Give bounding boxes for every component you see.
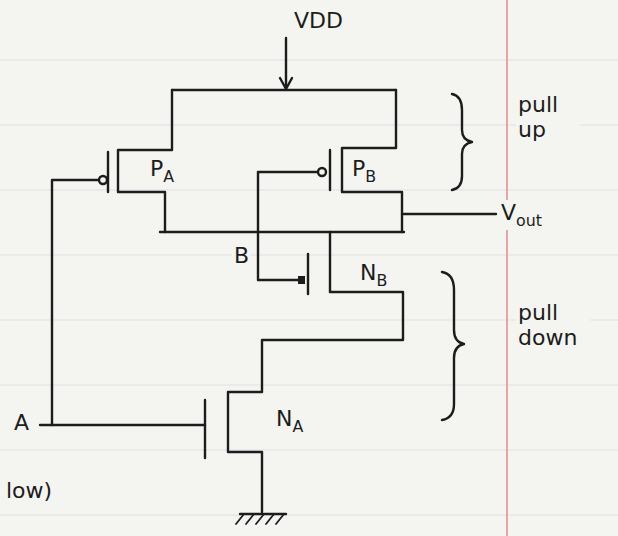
pull-down-brace: [442, 272, 464, 420]
pull-up-brace: [452, 94, 472, 190]
subscript: B: [376, 271, 387, 290]
transistor-label: NA: [274, 406, 305, 436]
pb-gate: [329, 150, 331, 190]
nb-gate: [307, 254, 309, 294]
vout-wire: [402, 213, 496, 215]
network-label: pull down: [516, 300, 590, 351]
a-wire: [40, 424, 205, 426]
vdd-arrowhead: [280, 78, 292, 89]
subscript: A: [163, 167, 174, 186]
ruled-lines: [0, 60, 618, 515]
pa-gate: [107, 152, 109, 192]
gate-dot: [298, 276, 305, 284]
input-label: A: [12, 410, 31, 435]
ground-hatch: [236, 514, 284, 524]
a-wire: [52, 180, 99, 425]
transistor-label: PA: [148, 156, 176, 186]
pull-down-channel: [228, 232, 403, 512]
vdd-rail: [172, 89, 396, 91]
subscript: A: [292, 417, 303, 436]
pb-channel: [342, 90, 402, 232]
margin-line: [506, 0, 508, 536]
vdd-wire: [285, 38, 287, 88]
subscript: out: [516, 211, 542, 230]
note-fragment: low): [4, 478, 54, 503]
subscript: B: [365, 167, 376, 186]
input-label: B: [232, 243, 251, 268]
vdd-label: VDD: [292, 8, 345, 33]
network-label: pull up: [516, 92, 580, 143]
na-gate: [204, 400, 206, 458]
output-wire: [160, 231, 404, 233]
transistor-label: PB: [350, 156, 378, 186]
transistor-label: NB: [358, 260, 389, 290]
pb-bubble: [318, 168, 326, 176]
output-label: Vout: [499, 200, 544, 230]
